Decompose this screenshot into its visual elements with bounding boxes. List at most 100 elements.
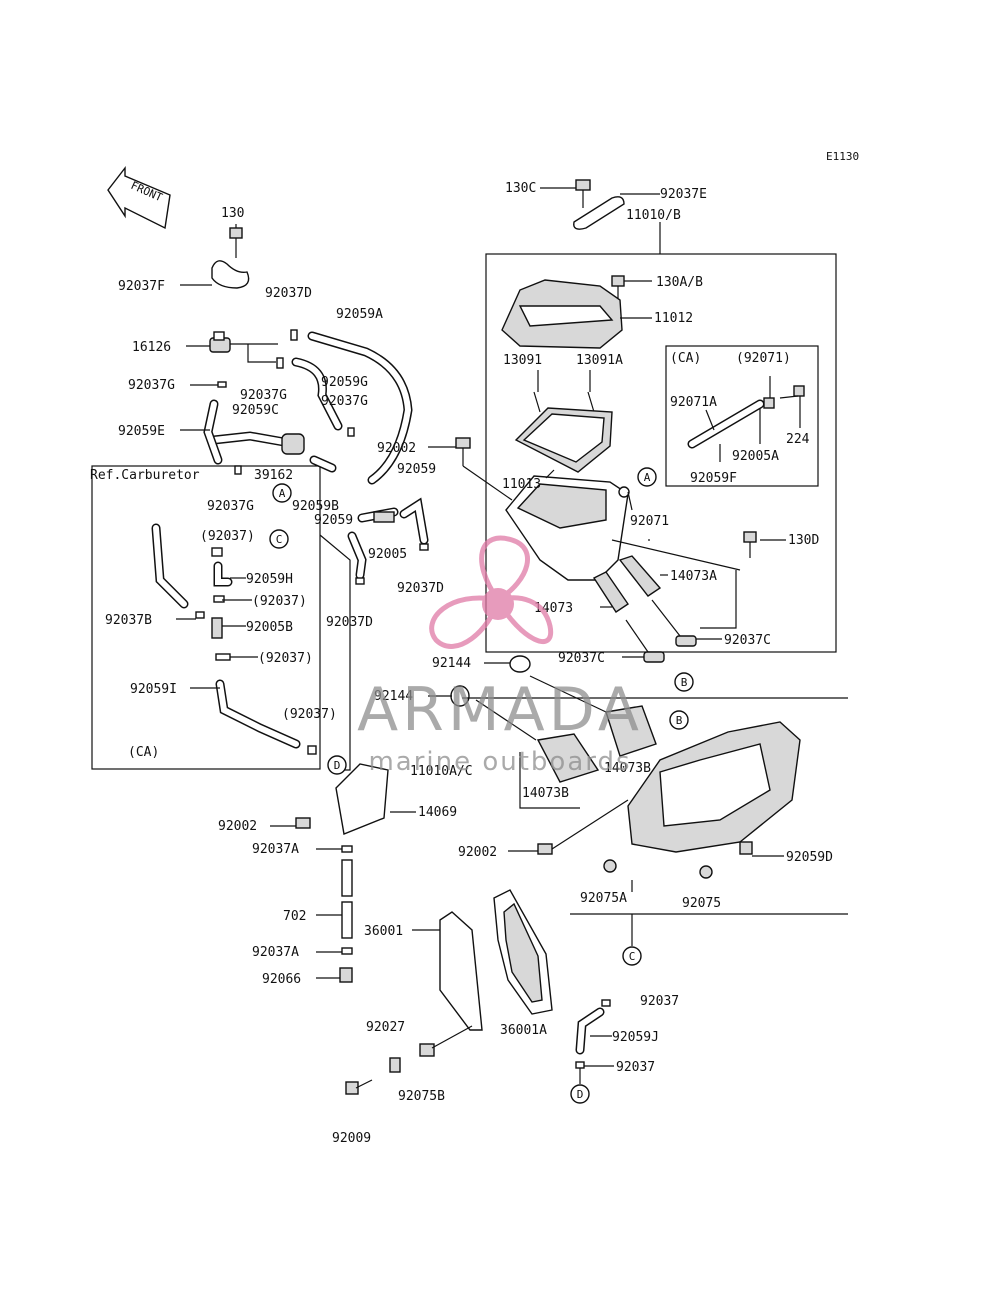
part-label-92059c: 92059C <box>232 403 279 418</box>
part-label-13091a: 13091A <box>576 353 623 368</box>
part-label-11012: 11012 <box>654 311 693 326</box>
front-arrow-icon: FRONT <box>107 165 171 230</box>
propeller-logo-icon <box>429 535 554 649</box>
part-label-92037b: 92037B <box>105 613 152 628</box>
part-label-92002-left: 92002 <box>218 819 257 834</box>
part-label-92037c-a: 92037C <box>724 633 771 648</box>
callout-b-top: B <box>674 672 694 692</box>
callout-c-left: C <box>269 529 289 549</box>
part-label-92037e: 92037E <box>660 187 707 202</box>
middle-lower-parts <box>335 655 848 946</box>
part-label-130c: 130C <box>505 181 536 196</box>
part-label-92037-a: (92037) <box>200 529 255 544</box>
ca-box-parts <box>687 385 805 449</box>
part-label-92059-a: 92059 <box>397 462 436 477</box>
callout-a-left: A <box>272 483 292 503</box>
callout-c-bottom: C <box>622 946 642 966</box>
airbox-group-parts <box>501 179 757 663</box>
part-label-92071-paren: (92071) <box>736 351 791 366</box>
part-label-92005a: 92005A <box>732 449 779 464</box>
part-label-92075b: 92075B <box>398 1089 445 1104</box>
part-label-92002-top: 92002 <box>377 441 416 456</box>
part-label-92005: 92005 <box>368 547 407 562</box>
part-label-92037-f: 92037 <box>616 1060 655 1075</box>
part-label-92075a: 92075A <box>580 891 627 906</box>
part-label-92037d-a: 92037D <box>265 286 312 301</box>
part-label-92059-b: 92059 <box>314 513 353 528</box>
leader-lines <box>176 187 801 1067</box>
bottom-parts <box>295 817 611 1095</box>
part-label-39162: 39162 <box>254 468 293 483</box>
part-label-224: 224 <box>786 432 810 447</box>
svg-text:C: C <box>629 950 636 963</box>
part-label-14073b-a: 14073B <box>604 761 651 776</box>
part-label-92059b: 92059B <box>292 499 339 514</box>
watermark-brand: ARMADA <box>357 675 643 745</box>
part-label-16126: 16126 <box>132 340 171 355</box>
part-label-92059d: 92059D <box>786 850 833 865</box>
callout-b-mid: B <box>669 710 689 730</box>
svg-text:A: A <box>644 471 651 484</box>
part-label-92066: 92066 <box>262 972 301 987</box>
part-label-92027: 92027 <box>366 1020 405 1035</box>
part-label-92037d-c: 92037D <box>326 615 373 630</box>
part-label-36001: 36001 <box>364 924 403 939</box>
labels: E1130 Ref.Carburetor (CA) (CA) 130 92037… <box>90 150 859 1146</box>
callout-d-bottom: D <box>570 1084 590 1104</box>
part-label-92037a-a: 92037A <box>252 842 299 857</box>
part-label-11013: 11013 <box>502 477 541 492</box>
part-label-92005b: 92005B <box>246 620 293 635</box>
part-label-92059i: 92059I <box>130 682 177 697</box>
part-label-13091: 13091 <box>503 353 542 368</box>
part-label-130: 130 <box>221 206 244 221</box>
part-label-92037f: 92037F <box>118 279 165 294</box>
part-label-92037g-b: 92037G <box>240 388 287 403</box>
ref-carburetor-label: Ref.Carburetor <box>90 468 200 483</box>
svg-text:D: D <box>577 1088 584 1101</box>
part-label-92037-b: (92037) <box>252 594 307 609</box>
left-group-parts <box>203 227 513 585</box>
part-label-92144-b: 92144 <box>374 689 413 704</box>
part-label-92075: 92075 <box>682 896 721 911</box>
part-label-92059f: 92059F <box>690 471 737 486</box>
part-label-92037-c: (92037) <box>258 651 313 666</box>
carburetor-group-parts <box>151 523 317 755</box>
part-label-92071a: 92071A <box>670 395 717 410</box>
part-label-14073b-b: 14073B <box>522 786 569 801</box>
part-label-130d: 130D <box>788 533 819 548</box>
svg-text:B: B <box>681 676 688 689</box>
part-label-92059a: 92059A <box>336 307 383 322</box>
svg-text:C: C <box>276 533 283 546</box>
watermark: ARMADA marine outboards <box>357 535 643 777</box>
part-label-92059j: 92059J <box>612 1030 659 1045</box>
watermark-tagline: marine outboards <box>368 747 631 777</box>
part-label-92037-d: (92037) <box>282 707 337 722</box>
callouts: A A B B C C D D <box>269 467 694 1104</box>
part-label-92071: 92071 <box>630 514 669 529</box>
part-label-92037c-b: 92037C <box>558 651 605 666</box>
part-label-11010a-c: 11010A/C <box>410 764 473 779</box>
part-label-92059e: 92059E <box>118 424 165 439</box>
part-label-92059g: 92059G <box>321 375 368 390</box>
part-label-92009: 92009 <box>332 1131 371 1146</box>
part-label-702: 702 <box>283 909 306 924</box>
callout-d-left: D <box>327 755 347 775</box>
part-label-92037a-b: 92037A <box>252 945 299 960</box>
ca-label-left: (CA) <box>128 745 159 760</box>
part-label-92037g-d: 92037G <box>207 499 254 514</box>
part-label-14069: 14069 <box>418 805 457 820</box>
part-label-92037d-b: 92037D <box>397 581 444 596</box>
part-label-11010-b: 11010/B <box>626 208 681 223</box>
part-label-130a-b: 130A/B <box>656 275 703 290</box>
part-label-92059h: 92059H <box>246 572 293 587</box>
part-label-92037-e: 92037 <box>640 994 679 1009</box>
svg-text:D: D <box>334 759 341 772</box>
part-label-36001a: 36001A <box>500 1023 547 1038</box>
part-label-14073a: 14073A <box>670 569 717 584</box>
part-label-92002-mid: 92002 <box>458 845 497 860</box>
part-label-92037g-c: 92037G <box>321 394 368 409</box>
svg-text:A: A <box>279 487 286 500</box>
ca-label-right: (CA) <box>670 351 701 366</box>
